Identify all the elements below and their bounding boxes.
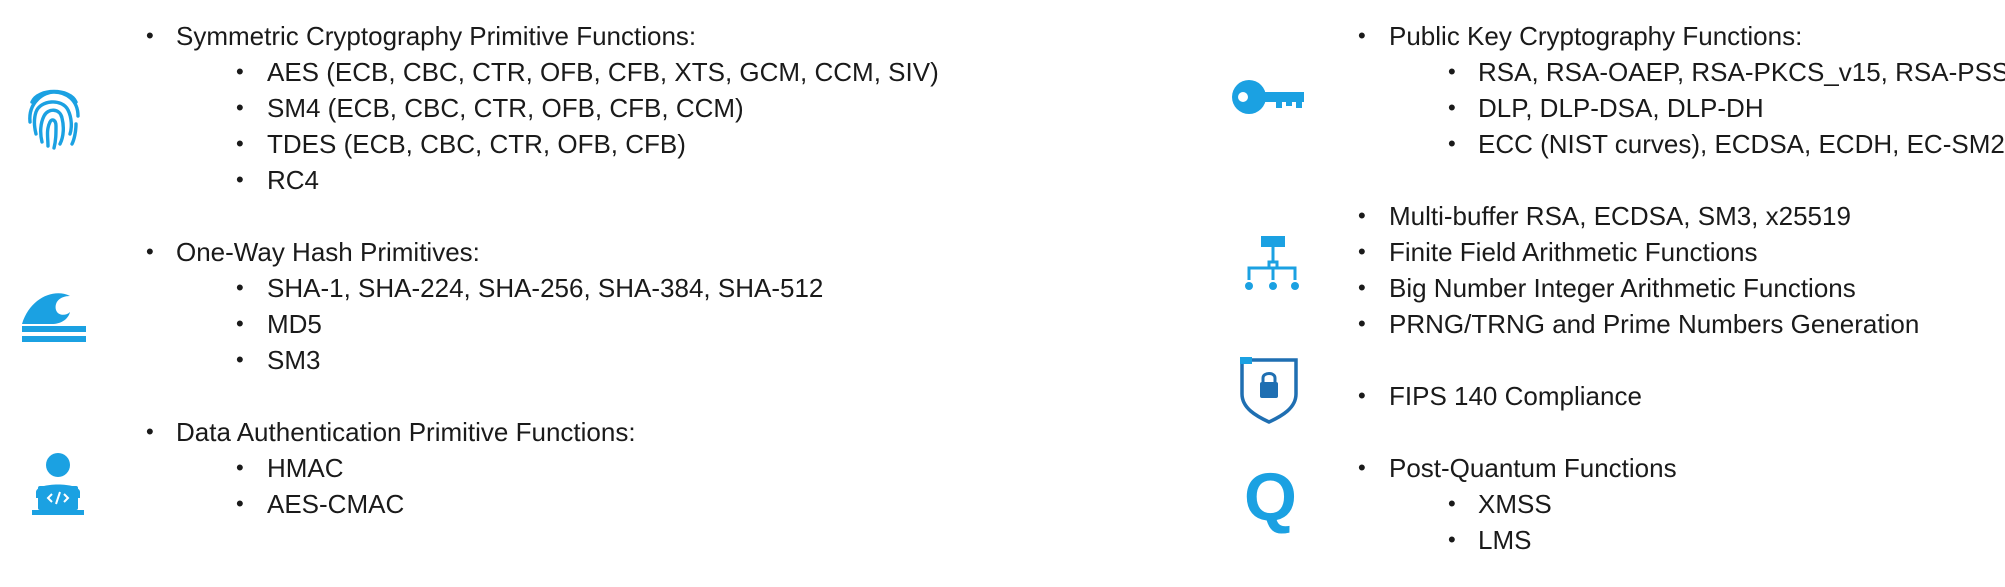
bullet: • — [1448, 95, 1456, 120]
bullet: • — [236, 275, 244, 300]
list-item: AES-CMAC — [267, 489, 405, 519]
fingerprint-icon — [26, 82, 82, 152]
list-item: RSA, RSA-OAEP, RSA-PKCS_v15, RSA-PSS — [1478, 57, 2005, 87]
hierarchy-icon — [1243, 236, 1301, 292]
bullet: • — [236, 167, 244, 192]
bullet: • — [1358, 383, 1366, 408]
list-item: PRNG/TRNG and Prime Numbers Generation — [1389, 309, 1920, 339]
wave-icon — [20, 288, 88, 344]
list-item: XMSS — [1478, 489, 1552, 519]
bullet: • — [1358, 455, 1366, 480]
list-item: LMS — [1478, 525, 1532, 555]
bullet: • — [236, 491, 244, 516]
bullet: • — [1358, 23, 1366, 48]
list-item: ECC (NIST curves), ECDSA, ECDH, EC-SM2 — [1478, 129, 2005, 159]
bullet: • — [236, 95, 244, 120]
bullet: • — [236, 131, 244, 156]
developer-laptop-icon — [30, 452, 86, 516]
list-item: FIPS 140 Compliance — [1389, 381, 1642, 411]
bullet: • — [146, 239, 154, 264]
section-heading: Data Authentication Primitive Functions: — [176, 417, 636, 447]
list-item: Multi-buffer RSA, ECDSA, SM3, x25519 — [1389, 201, 1851, 231]
bullet: • — [146, 419, 154, 444]
list-item: SHA-1, SHA-224, SHA-256, SHA-384, SHA-51… — [267, 273, 824, 303]
bullet: • — [1358, 203, 1366, 228]
bullet: • — [236, 311, 244, 336]
list-item: MD5 — [267, 309, 322, 339]
section-heading: One-Way Hash Primitives: — [176, 237, 480, 267]
key-icon — [1232, 78, 1306, 116]
section-heading: Symmetric Cryptography Primitive Functio… — [176, 21, 697, 51]
list-item: Finite Field Arithmetic Functions — [1389, 237, 1758, 267]
section-heading: Public Key Cryptography Functions: — [1389, 21, 1803, 51]
bullet: • — [1448, 59, 1456, 84]
bullet: • — [1448, 527, 1456, 552]
shield-lock-icon — [1238, 356, 1300, 424]
bullet: • — [236, 455, 244, 480]
list-item: RC4 — [267, 165, 320, 195]
list-item: AES (ECB, CBC, CTR, OFB, CFB, XTS, GCM, … — [267, 57, 939, 87]
bullet: • — [1358, 239, 1366, 264]
bullet: • — [146, 23, 154, 48]
bullet: • — [1358, 275, 1366, 300]
bullet: • — [1448, 131, 1456, 156]
q-icon: Q — [1244, 459, 1297, 535]
bullet: • — [1448, 491, 1456, 516]
list-item: SM4 (ECB, CBC, CTR, OFB, CFB, CCM) — [267, 93, 744, 123]
list-item: Big Number Integer Arithmetic Functions — [1389, 273, 1856, 303]
list-item: SM3 — [267, 345, 321, 375]
section-heading: Post-Quantum Functions — [1389, 453, 1677, 483]
bullet: • — [236, 347, 244, 372]
list-item: HMAC — [267, 453, 344, 483]
list-item: TDES (ECB, CBC, CTR, OFB, CFB) — [267, 129, 686, 159]
bullet: • — [1358, 311, 1366, 336]
bullet: • — [236, 59, 244, 84]
list-item: DLP, DLP-DSA, DLP-DH — [1478, 93, 1764, 123]
